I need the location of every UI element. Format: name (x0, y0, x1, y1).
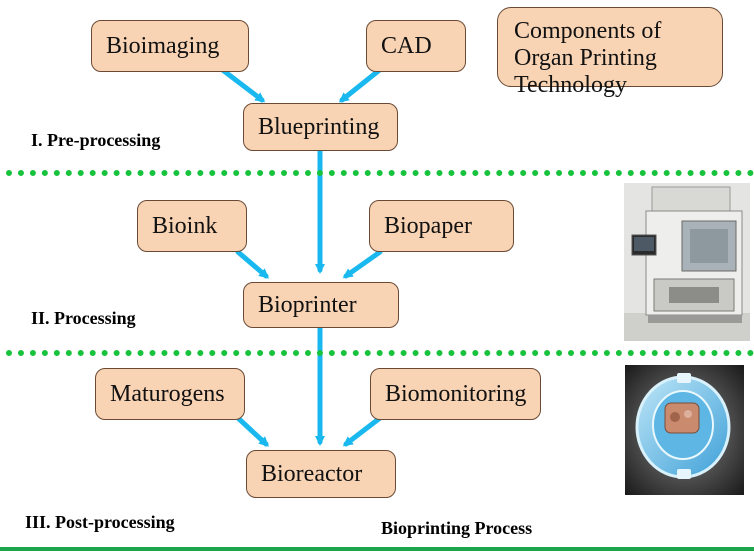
bottom-rule (0, 547, 754, 551)
stage-divider-1 (6, 170, 754, 176)
arrow-biomonitoring-to-bioreactor (342, 415, 383, 447)
blueprinting-box: Blueprinting (243, 103, 398, 151)
arrow-bioimaging-to-blueprinting (217, 65, 266, 103)
bioimaging-box: Bioimaging (91, 20, 249, 72)
arrow-maturogens-to-bioreactor (235, 415, 269, 447)
stage-divider-2 (6, 350, 754, 356)
arrow-cad-to-blueprinting (338, 65, 385, 103)
cad-box: CAD (366, 20, 466, 72)
bioprinter-machine-photo (624, 183, 750, 341)
arrow-biopaper-to-bioprinter (342, 249, 383, 279)
arrow-bioink-to-bioprinter (235, 249, 270, 279)
bioreactor-box: Bioreactor (246, 450, 396, 498)
stage-processing-label: II. Processing (31, 308, 136, 328)
biomonitoring-box: Biomonitoring (370, 368, 541, 420)
bioreactor-device-photo (625, 365, 744, 495)
diagram-title: Components of Organ Printing Technology (497, 7, 723, 98)
maturogens-box: Maturogens (95, 368, 245, 420)
biopaper-box: Biopaper (369, 200, 514, 252)
bioink-box: Bioink (137, 200, 247, 252)
bioprinting-process-caption: Bioprinting Process (381, 518, 533, 538)
stage-post-processing-label: III. Post-processing (25, 512, 175, 532)
bioprinter-box: Bioprinter (243, 282, 399, 328)
stage-pre-processing-label: I. Pre-processing (31, 130, 161, 150)
